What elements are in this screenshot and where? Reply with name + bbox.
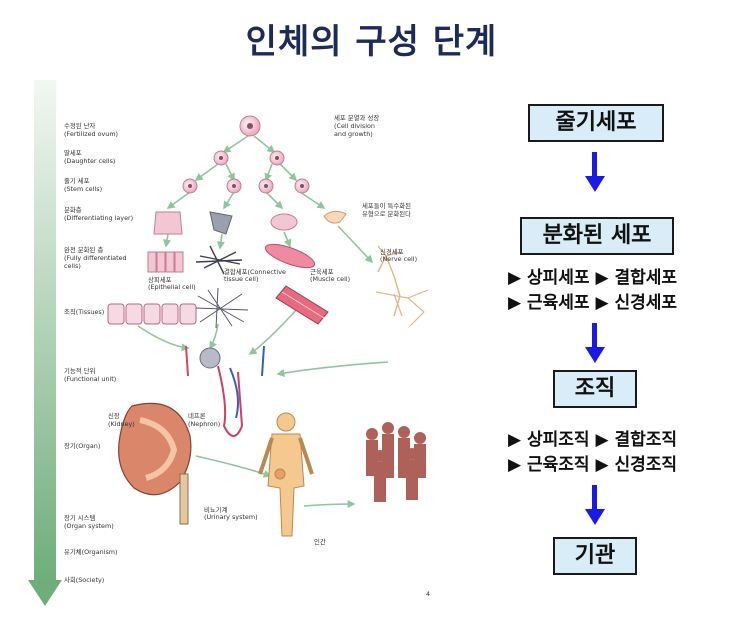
urinary-label: (Urinary system) <box>204 513 258 521</box>
human-figure <box>258 412 314 537</box>
level-label: 분화층 <box>64 205 82 214</box>
page-mark: 4 <box>426 590 430 598</box>
nephron-label: 네프론 <box>188 411 206 420</box>
flow-box-differentiated-cells: 분화된 세포 <box>520 217 674 255</box>
level-label: 장기 시스템 <box>64 513 96 522</box>
level-progress-bar <box>28 80 62 606</box>
nerve-tissue <box>375 289 429 327</box>
level-label: (Fertilized ovum) <box>64 130 118 138</box>
kidney-label: (Kidney) <box>108 420 135 428</box>
differentiating-cells <box>153 210 347 235</box>
connective-tissue <box>195 287 249 329</box>
epithelial-cell-label: 상피세포 <box>148 275 172 284</box>
level-label: 유기체(Organism) <box>64 547 118 556</box>
level-label: 사회(Society) <box>64 575 104 584</box>
muscle-cell-label: 근육세포 <box>310 267 334 276</box>
level-label: 기능적 단위 <box>64 366 96 375</box>
cell-lineage-tree <box>137 135 389 509</box>
flow-arrow-down-icon <box>585 323 605 363</box>
level-label: 딸세포 <box>64 148 82 157</box>
nerve-cell <box>377 245 401 317</box>
level-label: cells) <box>64 262 81 270</box>
cell-types-line-2: ▶ 근육세포 ▶ 신경세포 <box>508 293 678 313</box>
muscle-tissue <box>275 285 329 325</box>
nephron <box>185 345 265 437</box>
division-note: and growth) <box>334 130 373 138</box>
flow-arrow-down-icon <box>585 485 605 525</box>
page-title: 인체의 구성 단계 <box>245 22 498 62</box>
level-label: (Daughter cells) <box>64 157 115 165</box>
kidney-label: 신장 <box>108 411 120 420</box>
annotations: 세포 분열과 성장 (Cell division and growth) 세포들… <box>108 113 430 598</box>
cell-types-line-1: ▶ 상피세포 ▶ 결합세포 <box>508 268 678 288</box>
level-label: (Differentiating layer) <box>64 214 133 222</box>
connective-cell-label: 결합세포(Connective <box>224 267 286 276</box>
tissue-types-line-2: ▶ 근육조직 ▶ 신경조직 <box>508 455 678 475</box>
epithelial-cells <box>147 251 184 273</box>
tissue-types-line-1: ▶ 상피조직 ▶ 결합조직 <box>508 430 678 450</box>
special-note: 세포들이 특수화된 <box>362 201 411 210</box>
flow-arrow-down-icon <box>585 152 605 192</box>
connective-cell-label: tissue cell) <box>224 275 258 283</box>
division-note: (Cell division <box>334 122 375 130</box>
level-label: (Stem cells) <box>64 185 102 193</box>
stem-cells <box>182 115 310 194</box>
body-organization-illustration: 수정된 난자 (Fertilized ovum) 딸세포 (Daughter c… <box>28 80 430 606</box>
society-silhouettes <box>366 422 426 502</box>
level-label: 수정된 난자 <box>64 121 96 130</box>
level-label: 완전 분화된 층 <box>64 245 103 254</box>
connective-cells <box>195 245 243 275</box>
level-label: 줄기 세포 <box>64 176 90 185</box>
muscle-cell <box>264 243 316 269</box>
human-label: 인간 <box>314 537 326 546</box>
epithelial-tissue <box>107 303 197 325</box>
epithelial-cell-label: (Epithelial cell) <box>148 283 196 291</box>
nerve-cell-label: 신경세포 <box>380 247 404 256</box>
nephron-label: (Nephron) <box>188 420 220 428</box>
division-note: 세포 분열과 성장 <box>334 113 379 122</box>
level-label: (Functional unit) <box>64 375 116 383</box>
level-label: (Fully differentiated <box>64 254 127 262</box>
urinary-label: 비뇨기계 <box>204 505 228 514</box>
flow-box-stem-cells: 줄기세포 <box>528 104 664 142</box>
nerve-cell-label: (Nerve cell) <box>380 255 417 263</box>
level-label: 장기(Organ) <box>64 441 100 450</box>
level-label: (Organ system) <box>64 522 114 530</box>
kidney <box>118 402 192 525</box>
muscle-cell-label: (Muscle cell) <box>310 275 350 283</box>
special-note: 유형으로 분화된다 <box>362 209 411 218</box>
level-labels: 수정된 난자 (Fertilized ovum) 딸세포 (Daughter c… <box>64 121 133 584</box>
flow-box-tissue: 조직 <box>553 370 637 408</box>
level-label: 조직(Tissues) <box>64 308 104 316</box>
flow-box-organ: 기관 <box>553 537 637 575</box>
